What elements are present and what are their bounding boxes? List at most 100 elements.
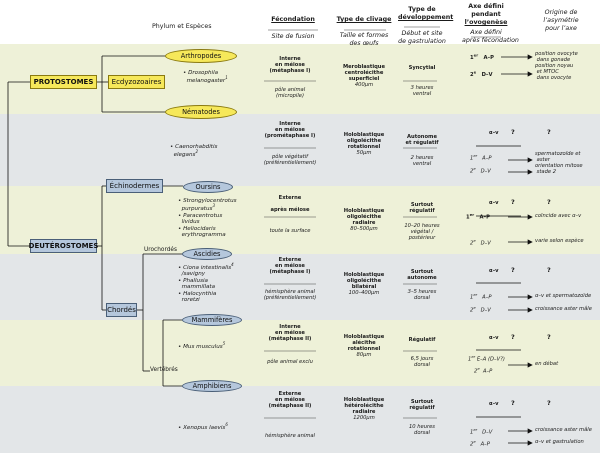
row4-question-2: ? (547, 333, 551, 341)
band-amphibians (0, 386, 600, 453)
row2-axe-header: α–v (489, 200, 499, 206)
ascidies-ellipse: Ascidies (182, 248, 232, 260)
species-caenorhabditis: • Caenorhabditis elegans2 (170, 144, 218, 159)
header-clivage: Type de clivage (336, 16, 392, 23)
urochordes-label: Urochordés (144, 247, 178, 253)
header-fecondation: Fécondation (271, 16, 315, 23)
band-nematodes (0, 114, 600, 186)
row1-axe-first: 1er A–P (470, 153, 492, 162)
row0-developpement: Syncytial (408, 65, 436, 71)
row0-site: pôle animal(micropile) (274, 87, 306, 99)
row5-axe-first: 1er D–V (470, 427, 493, 436)
row1-axe-second: 2e D–V (470, 166, 491, 175)
row2-origine-1: coïncide avec α–v (535, 213, 582, 219)
row3-question-2: ? (547, 266, 551, 274)
row2-origine-2: varie selon espèce (535, 238, 584, 244)
header-debut: Début et site (401, 30, 443, 37)
header-origine-3: pour l’axe (545, 25, 577, 32)
header-origine-1: Origine de (544, 9, 578, 16)
band-sea-urchins (0, 186, 600, 254)
row5-question-2: ? (547, 399, 551, 407)
row2-question-1: ? (511, 198, 515, 206)
row4-axe-header: α–v (489, 335, 499, 341)
row4-axe-first: 1er E–A (D–V?) (468, 354, 505, 363)
oursins-ellipse: Oursins (183, 181, 233, 193)
header-origine-2: l’asymétrie (543, 17, 579, 24)
nematodes-ellipse: Nématodes (165, 105, 237, 119)
row4-axe-second: 2e A–P (474, 366, 493, 375)
row5-origine-2: α–v et gastrulation (535, 439, 584, 445)
row2-site: toute la surface (269, 228, 311, 234)
ecdyzozoaires-box: Ecdyzozoaires (108, 75, 165, 89)
row1-question-1: ? (511, 128, 515, 136)
band-ascidians (0, 254, 600, 320)
arthropodes-ellipse: Arthropodes (165, 49, 237, 63)
row3-site: hémisphère animal(préférentiellement) (263, 289, 317, 301)
header-taille: Taille et formes (339, 32, 389, 39)
header-axe-5: après fécondation (462, 37, 519, 44)
row5-axe-second: 2e A–P (470, 439, 490, 448)
row5-site: hémisphère animal (264, 433, 315, 439)
row5-origine-1: croissance aster mâle (535, 427, 592, 433)
row1-site: pôle végétatif(préférentiellement) (263, 154, 317, 166)
row1-axe-header: α–v (489, 130, 499, 136)
amphibiens-ellipse: Amphibiens (182, 380, 242, 392)
row5-question-1: ? (511, 399, 515, 407)
species-ascidians: • Ciona intestinalis4 /savigny• Phallusi… (178, 262, 234, 303)
band-arthropods (0, 44, 600, 114)
row5-axe-header: α–v (489, 401, 499, 407)
row3-origine-2: croissance aster mâle (535, 306, 592, 312)
row4-origine: en débat (535, 361, 559, 367)
header-axe-3: l’ovogenèse (464, 19, 508, 26)
species-xenopus: • Xenopus laevis6 (178, 422, 228, 431)
row4-question-1: ? (511, 333, 515, 341)
row3-question-1: ? (511, 266, 515, 274)
band-mammals (0, 320, 600, 386)
species-drosophila: • Drosophila melanogaster1 (183, 70, 228, 85)
row2-axe-second: 2e D–V (470, 238, 491, 247)
header-axe-1: Axe défini (468, 3, 504, 10)
row0-axe-first: 1er A–P (470, 52, 494, 61)
row0-axe-second: 2e D–V (470, 69, 493, 78)
deuterostomes-box: DEUTÉROSTOMES (29, 239, 98, 253)
header-gastrulation: de gastrulation (398, 38, 446, 45)
row2-question-2: ? (547, 198, 551, 206)
row4-developpement: Régulatif (408, 337, 436, 343)
vertebres-label: Vertébrés (150, 367, 178, 373)
row2-axe-first: 1er A–P (466, 212, 490, 221)
header-dev-1: Type de (408, 6, 436, 13)
header-oeufs: des œufs (349, 40, 379, 47)
row3-axe-header: α–v (489, 268, 499, 274)
row3-origine-1: α–v et spermatozoïde (535, 293, 592, 299)
header-axe-2: pendant (471, 11, 501, 18)
row3-axe-first: 1er A–P (470, 292, 492, 301)
chordes-box: Chordés (106, 303, 137, 317)
row3-axe-second: 2e D–V (470, 305, 491, 314)
echinodermes-box: Échinodermes (106, 179, 163, 193)
header-axe-4: Axe défini (470, 29, 502, 36)
